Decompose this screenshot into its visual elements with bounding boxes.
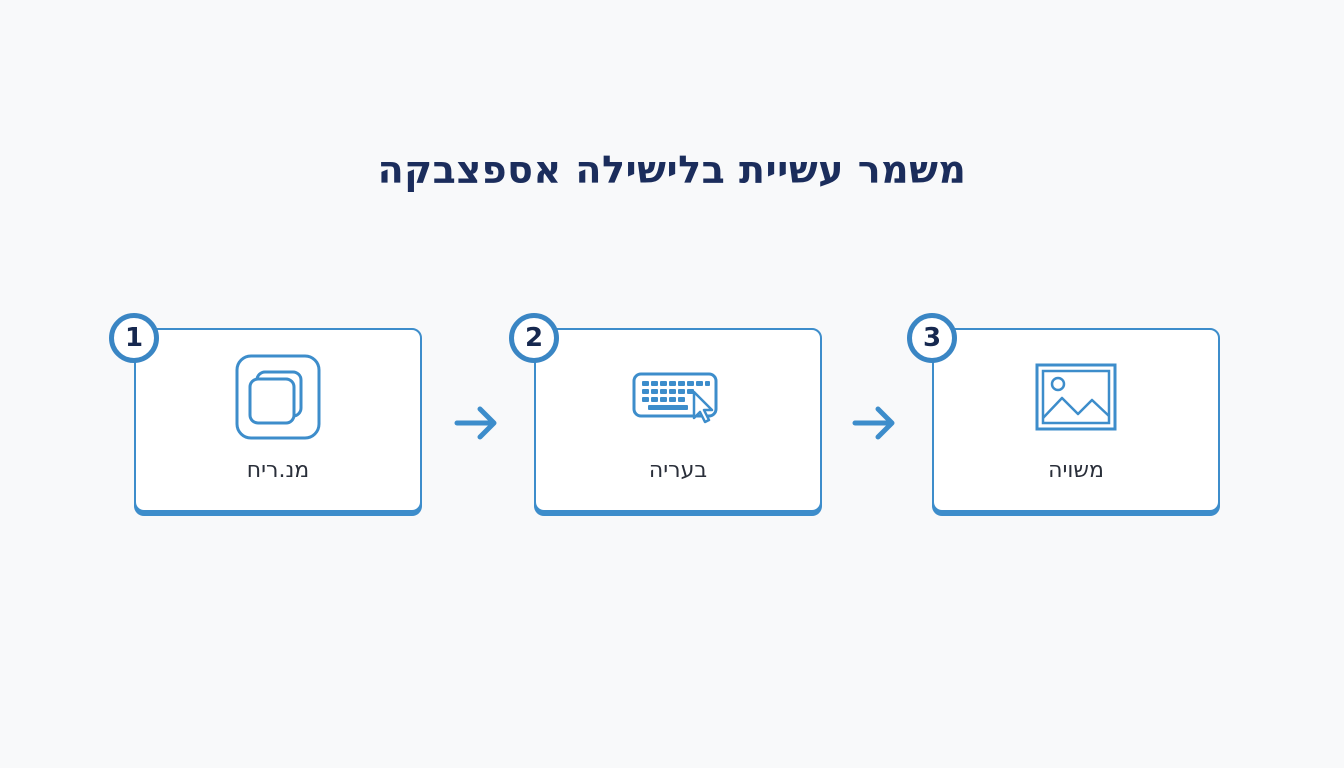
keyboard-cursor-icon xyxy=(632,372,718,424)
step-card-3: 3 משויה xyxy=(907,313,1220,512)
diagram-title: משמר עשיית בלישילה אספצבקה xyxy=(377,148,967,192)
step-label: בעריה xyxy=(648,458,708,483)
step-card-1: 1 מנ.ריח xyxy=(109,313,422,512)
step-number-badge: 1 xyxy=(109,313,159,363)
step-number-badge: 3 xyxy=(907,313,957,363)
step-label: משויה xyxy=(1048,458,1104,483)
step-card-2: 2 xyxy=(509,313,822,512)
arrow-right-icon xyxy=(852,406,895,440)
step-number-badge: 2 xyxy=(509,313,559,363)
stacked-squares-icon xyxy=(235,354,321,440)
arrow-right-icon xyxy=(454,406,497,440)
image-icon xyxy=(1035,363,1117,431)
step-label: מנ.ריח xyxy=(246,458,310,483)
